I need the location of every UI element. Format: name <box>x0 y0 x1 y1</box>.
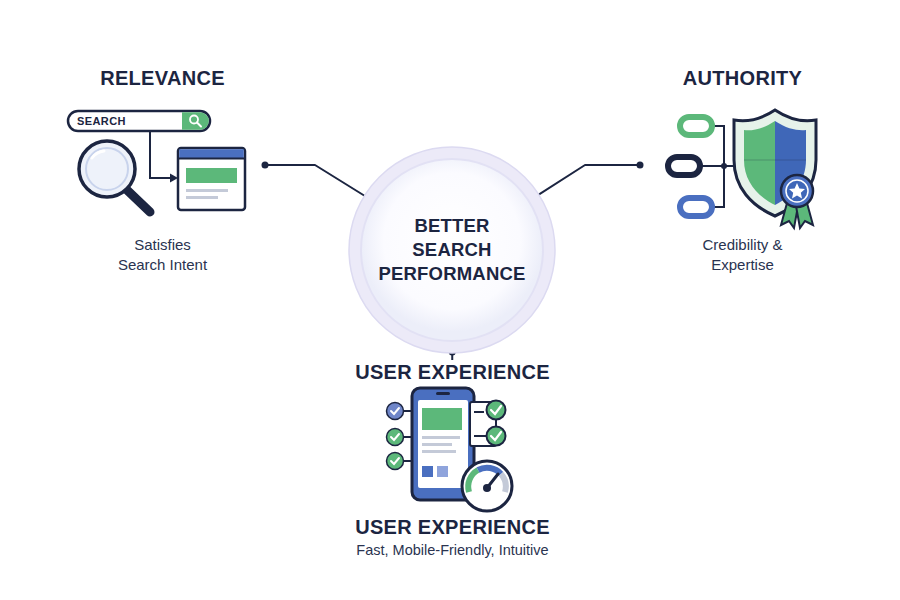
pillar-group: USER EXPERIENCEUSER EXPERIENCEFast, Mobi… <box>300 360 605 565</box>
speed-gauge-icon <box>462 461 512 511</box>
badge-icon <box>786 180 808 202</box>
search-icon <box>182 112 209 130</box>
phone-icon <box>422 443 452 446</box>
connector-line <box>538 165 640 195</box>
pillar-description: Fast, Mobile-Friendly, Intuitive <box>300 540 605 560</box>
shield-icon <box>744 160 806 161</box>
badge-icon <box>781 175 813 228</box>
pillar-description: Credibility & Expertise <box>688 235 798 275</box>
magnifier-icon <box>92 151 104 158</box>
checklist-icon <box>387 429 404 446</box>
phone-icon <box>418 400 468 488</box>
link-chain-icon <box>668 157 700 175</box>
pillar-heading: USER EXPERIENCE <box>300 515 605 539</box>
checklist-icon <box>391 408 399 464</box>
search-field-text: SEARCH <box>77 113 157 129</box>
search-icon <box>68 111 210 131</box>
browser-icon <box>186 189 228 192</box>
link-chain-icon <box>721 163 727 169</box>
link-chain-icon <box>680 117 712 135</box>
connector-line <box>265 165 365 196</box>
pillar-heading: AUTHORITY <box>640 66 845 90</box>
connector-dot <box>637 162 644 169</box>
magnifier-icon <box>79 141 150 212</box>
checklist-icon <box>387 403 404 420</box>
connector-dot <box>262 162 269 169</box>
phone-icon <box>422 466 433 477</box>
browser-icon <box>178 148 245 210</box>
hub-circle: BETTER SEARCH PERFORMANCE <box>348 146 556 354</box>
browser-icon <box>178 148 245 210</box>
flow-arrow <box>150 131 171 178</box>
phone-icon <box>422 436 460 439</box>
phone-icon <box>422 408 462 430</box>
browser-icon <box>179 149 244 158</box>
phone-icon <box>422 450 456 453</box>
check-marks-icon <box>474 411 484 413</box>
check-marks-icon <box>474 435 486 437</box>
pillar-group: AUTHORITY Credibility & Expertise <box>640 62 845 278</box>
shield-icon <box>744 121 775 205</box>
pillar-description: Satisfies Search Intent <box>113 235 213 275</box>
magnifier-icon <box>79 141 135 197</box>
browser-icon <box>178 158 245 160</box>
hub-text: BETTER SEARCH PERFORMANCE <box>377 214 527 286</box>
shield-icon <box>734 110 816 216</box>
pillar-group: RELEVANCE Satisfies Search Intent <box>60 62 265 278</box>
check-marks-icon <box>487 427 506 446</box>
checklist-icon <box>387 453 404 470</box>
magnifier-icon <box>86 148 128 190</box>
badge-icon <box>781 175 813 207</box>
badge-icon <box>789 183 805 199</box>
pillar-heading: RELEVANCE <box>60 66 265 90</box>
magnifier-icon <box>127 190 150 212</box>
checklist-icon <box>387 403 413 470</box>
search-icon <box>197 123 201 127</box>
shield-icon <box>734 110 816 216</box>
link-chain-icon <box>680 198 712 216</box>
speed-gauge-icon <box>483 484 491 492</box>
browser-icon <box>186 168 237 183</box>
search-icon <box>68 111 210 131</box>
speed-gauge-icon <box>501 474 506 492</box>
check-marks-icon <box>470 401 506 447</box>
check-marks-icon <box>491 406 501 440</box>
speed-gauge-icon <box>468 470 478 492</box>
hub-halo <box>349 147 555 353</box>
phone-icon <box>437 466 448 477</box>
flow-arrow <box>150 131 178 183</box>
check-marks-icon <box>487 401 506 420</box>
browser-icon <box>186 196 218 199</box>
speed-gauge-icon <box>462 461 512 511</box>
hub-disk <box>361 159 543 341</box>
phone-icon <box>436 392 450 395</box>
pillar-heading: USER EXPERIENCE <box>300 360 605 384</box>
